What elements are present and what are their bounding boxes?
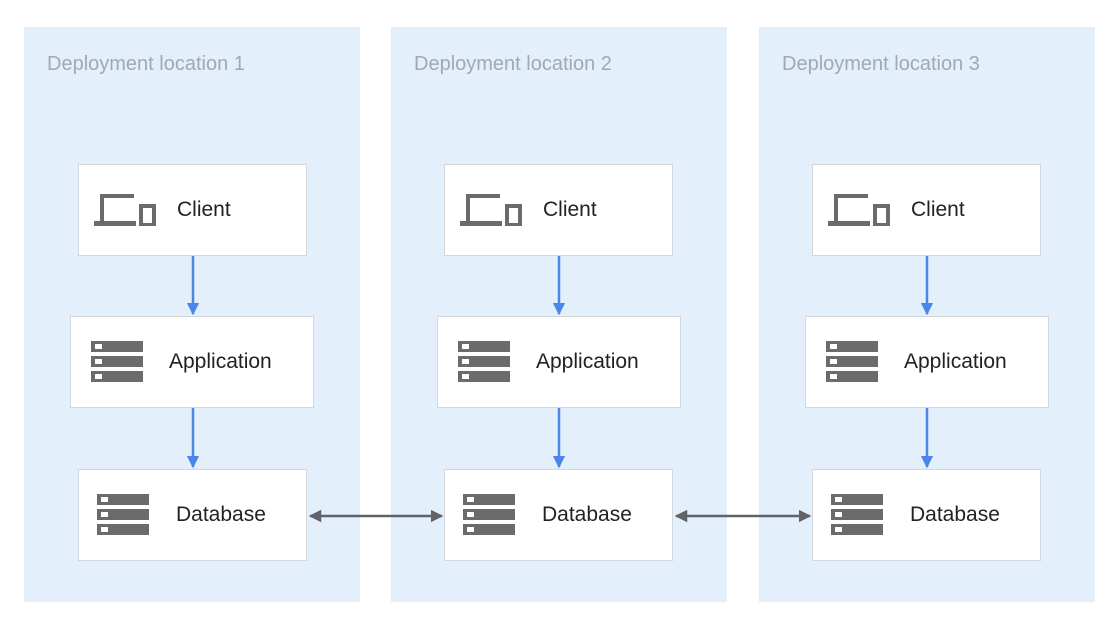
location-3-client-node[interactable]: Client [812,164,1041,256]
location-2-database-node[interactable]: Database [444,469,673,561]
location-2-application-node[interactable]: Application [437,316,681,408]
location-3-database-node[interactable]: Database [812,469,1041,561]
laptop-phone-icon [94,190,156,230]
location-1-client-node[interactable]: Client [78,164,307,256]
location-1-database-label: Database [176,503,266,526]
server-stack-icon [458,341,510,383]
server-stack-icon [463,494,515,536]
location-2-client-node[interactable]: Client [444,164,673,256]
location-2-application-label: Application [536,350,639,373]
location-1-database-node[interactable]: Database [78,469,307,561]
laptop-phone-icon [460,190,522,230]
location-3-database-label: Database [910,503,1000,526]
location-1-client-label: Client [177,198,231,221]
location-3-application-node[interactable]: Application [805,316,1049,408]
location-2-client-label: Client [543,198,597,221]
location-1-application-label: Application [169,350,272,373]
server-stack-icon [97,494,149,536]
server-stack-icon [831,494,883,536]
location-2-database-label: Database [542,503,632,526]
deployment-location-2-title: Deployment location 2 [414,53,612,75]
location-1-application-node[interactable]: Application [70,316,314,408]
location-3-application-label: Application [904,350,1007,373]
deployment-location-1-title: Deployment location 1 [47,53,245,75]
location-3-client-label: Client [911,198,965,221]
laptop-phone-icon [828,190,890,230]
deployment-location-3-title: Deployment location 3 [782,53,980,75]
server-stack-icon [91,341,143,383]
server-stack-icon [826,341,878,383]
